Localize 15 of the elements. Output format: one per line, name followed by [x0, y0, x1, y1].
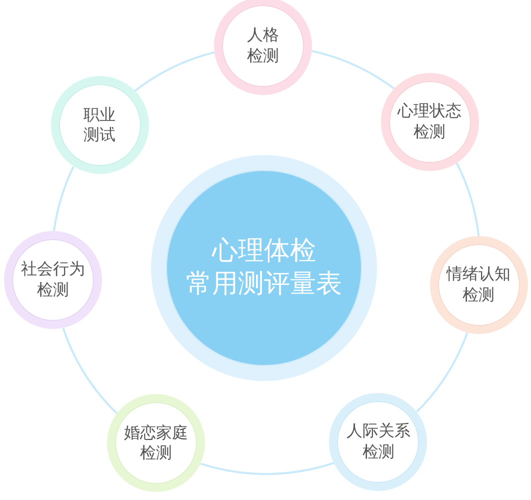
node-label: 情绪认知检测	[445, 264, 512, 306]
node-label: 人格检测	[246, 25, 280, 67]
ring-arc	[52, 166, 74, 232]
ring-arc	[312, 50, 395, 90]
node-label: 社会行为检测	[20, 259, 86, 301]
center-title: 心理体检常用测评量表	[185, 234, 343, 301]
node-label: 职业测试	[82, 104, 117, 146]
node-label: 人际关系检测	[345, 421, 412, 463]
ring-arc	[416, 332, 468, 412]
node-label: 婚恋家庭检测	[122, 422, 189, 464]
node-label: 心理状态检测	[396, 101, 463, 143]
ring-arc	[134, 51, 215, 92]
ring-arc	[456, 162, 480, 236]
ring-arc	[200, 462, 334, 475]
ring-arc	[62, 328, 118, 414]
